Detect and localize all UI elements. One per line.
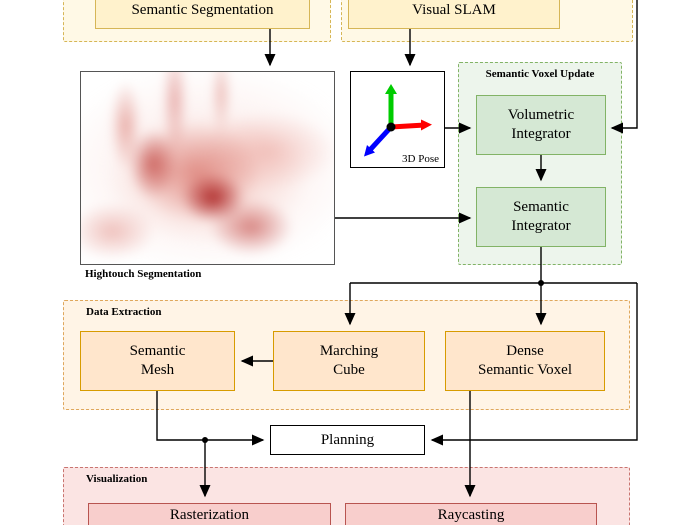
node-semantic-mesh-label: Semantic Mesh xyxy=(129,343,186,378)
xyz-axes-icon xyxy=(364,84,432,157)
node-visual-slam-label: Visual SLAM xyxy=(412,2,496,19)
node-dense-semantic-voxel-label: Dense Semantic Voxel xyxy=(477,343,573,378)
node-planning[interactable]: Planning xyxy=(270,425,425,455)
heatmap-caption: Hightouch Segmentation xyxy=(85,268,202,280)
node-rasterization-label: Rasterization xyxy=(169,507,250,523)
segmentation-heatmap-image xyxy=(80,71,335,265)
node-volumetric-integrator-label: Volumetric Integrator xyxy=(507,107,575,142)
node-dense-semantic-voxel[interactable]: Dense Semantic Voxel xyxy=(445,331,605,391)
node-semantic-integrator[interactable]: Semantic Integrator xyxy=(476,187,606,247)
node-volumetric-integrator[interactable]: Volumetric Integrator xyxy=(476,95,606,155)
pose-axes-box: 3D Pose xyxy=(350,71,445,168)
heatmap-artwork xyxy=(81,72,334,264)
pose-label: 3D Pose xyxy=(402,153,439,165)
group-label-data-extraction: Data Extraction xyxy=(86,306,162,318)
node-marching-cube[interactable]: Marching Cube xyxy=(273,331,425,391)
node-semantic-segmentation-label: Semantic Segmentation xyxy=(131,2,274,19)
node-planning-label: Planning xyxy=(320,431,375,448)
node-raycasting-label: Raycasting xyxy=(437,507,505,523)
node-semantic-segmentation[interactable]: Semantic Segmentation xyxy=(95,0,310,29)
group-label-semantic-voxel-update: Semantic Voxel Update xyxy=(485,68,595,80)
node-visual-slam[interactable]: Visual SLAM xyxy=(348,0,560,29)
node-semantic-integrator-label: Semantic Integrator xyxy=(511,199,571,234)
group-label-visualization: Visualization xyxy=(86,473,148,485)
node-raycasting[interactable]: Raycasting xyxy=(345,503,597,525)
node-semantic-mesh[interactable]: Semantic Mesh xyxy=(80,331,235,391)
node-rasterization[interactable]: Rasterization xyxy=(88,503,331,525)
node-marching-cube-label: Marching Cube xyxy=(319,343,379,378)
